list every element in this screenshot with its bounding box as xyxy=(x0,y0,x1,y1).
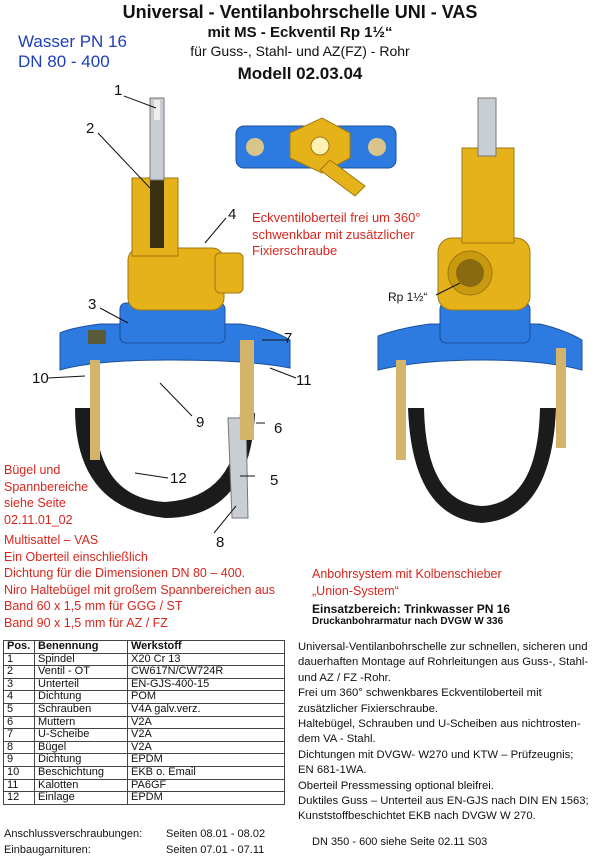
page-subtitle: mit MS - Eckventil Rp 1½“ xyxy=(207,24,393,41)
table-cell: V2A xyxy=(127,740,285,755)
callout-1: 1 xyxy=(114,82,123,99)
table-cell: Beschichtung xyxy=(34,765,128,780)
rp-thread-label: Rp 1½“ xyxy=(388,290,428,304)
table-cell: Spindel xyxy=(34,652,128,667)
dn-range-reference: DN 350 - 600 siehe Seite 02.11 S03 xyxy=(312,836,488,848)
table-cell: 5 xyxy=(3,702,35,717)
callout-8: 8 xyxy=(216,534,225,551)
table-cell: PA6GF xyxy=(127,778,285,793)
table-header-row: Pos. Benennung Werkstoff xyxy=(3,640,285,654)
materials-line: für Guss-, Stahl- und AZ(FZ) - Rohr xyxy=(190,43,410,59)
table-cell: 2 xyxy=(3,665,35,679)
table-cell: Kalotten xyxy=(34,778,128,793)
table-cell: 8 xyxy=(3,740,35,755)
table-cell: 4 xyxy=(3,690,35,704)
product-description: Universal-Ventilanbohrschelle zur schnel… xyxy=(298,641,589,823)
fittings-label: Anschlussverschraubungen: xyxy=(4,828,143,840)
table-cell: Dichtung xyxy=(34,690,128,704)
page-title: Universal - Ventilanbohrschelle UNI - VA… xyxy=(122,2,478,22)
table-cell: Dichtung xyxy=(34,753,128,767)
table-cell: 9 xyxy=(3,753,35,767)
table-cell: 1 xyxy=(3,652,35,667)
callout-3: 3 xyxy=(88,296,97,313)
table-cell: X20 Cr 13 xyxy=(127,652,285,667)
table-cell: 10 xyxy=(3,765,35,780)
table-cell: Bügel xyxy=(34,740,128,755)
table-cell: Einlage xyxy=(34,791,128,805)
fittings-pages: Seiten 08.01 - 08.02 xyxy=(166,828,266,840)
table-cell: EPDM xyxy=(127,753,285,767)
table-cell: Ventil - OT xyxy=(34,665,128,679)
table-cell: 6 xyxy=(3,715,35,730)
callout-11: 11 xyxy=(296,372,312,389)
table-cell: EPDM xyxy=(127,791,285,805)
spec-dn-range: DN 80 - 400 xyxy=(18,52,110,71)
installation-pages: Seiten 07.01 - 07.11 xyxy=(166,844,265,856)
table-cell: Schrauben xyxy=(34,702,128,717)
column-header: Pos. xyxy=(3,640,35,654)
table-cell: 12 xyxy=(3,791,35,805)
table-cell: Muttern xyxy=(34,715,128,730)
product-illustration xyxy=(47,95,583,534)
top-view-drawing xyxy=(235,117,397,197)
table-cell: 3 xyxy=(3,677,35,692)
table-cell: V4A galv.verz. xyxy=(127,702,285,717)
callout-10: 10 xyxy=(32,370,49,387)
table-cell: 7 xyxy=(3,728,35,742)
left-assembly-drawing xyxy=(47,95,297,534)
model-number: Modell 02.03.04 xyxy=(237,64,363,83)
installation-label: Einbaugarnituren: xyxy=(4,844,91,856)
callout-6: 6 xyxy=(274,420,283,437)
callout-5: 5 xyxy=(270,472,279,489)
usage-standard: Druckanbohrarmatur nach DVGW W 336 xyxy=(312,616,504,627)
callout-12: 12 xyxy=(170,470,187,487)
table-cell: EN-GJS-400-15 xyxy=(127,677,285,692)
table-cell: EKB o. Email xyxy=(127,765,285,780)
callout-4: 4 xyxy=(228,206,237,223)
table-cell: CW617N/CW724R xyxy=(127,665,285,679)
angle-valve-note: Eckventiloberteil frei um 360° schwenkba… xyxy=(252,210,421,258)
callout-2: 2 xyxy=(86,120,95,137)
strap-reference-note: Bügel und Spannbereiche siehe Seite 02.1… xyxy=(4,463,89,527)
table-cell: 11 xyxy=(3,778,35,793)
table-cell: Unterteil xyxy=(34,677,128,692)
table-cell: V2A xyxy=(127,728,285,742)
table-cell: U-Scheibe xyxy=(34,728,128,742)
usage-label: Einsatzbereich: Trinkwasser PN 16 xyxy=(312,602,511,616)
column-header: Werkstoff xyxy=(127,640,285,654)
callout-7: 7 xyxy=(284,330,293,347)
table-cell: V2A xyxy=(127,715,285,730)
column-header: Benennung xyxy=(34,640,128,654)
spec-pressure: Wasser PN 16 xyxy=(18,32,127,51)
multisattel-note: Multisattel – VAS Ein Oberteil einschlie… xyxy=(4,533,275,630)
callout-9: 9 xyxy=(196,414,205,431)
table-cell: POM xyxy=(127,690,285,704)
right-assembly-drawing xyxy=(377,97,583,523)
system-note: Anbohrsystem mit Kolbenschieber „Union-S… xyxy=(312,567,502,598)
